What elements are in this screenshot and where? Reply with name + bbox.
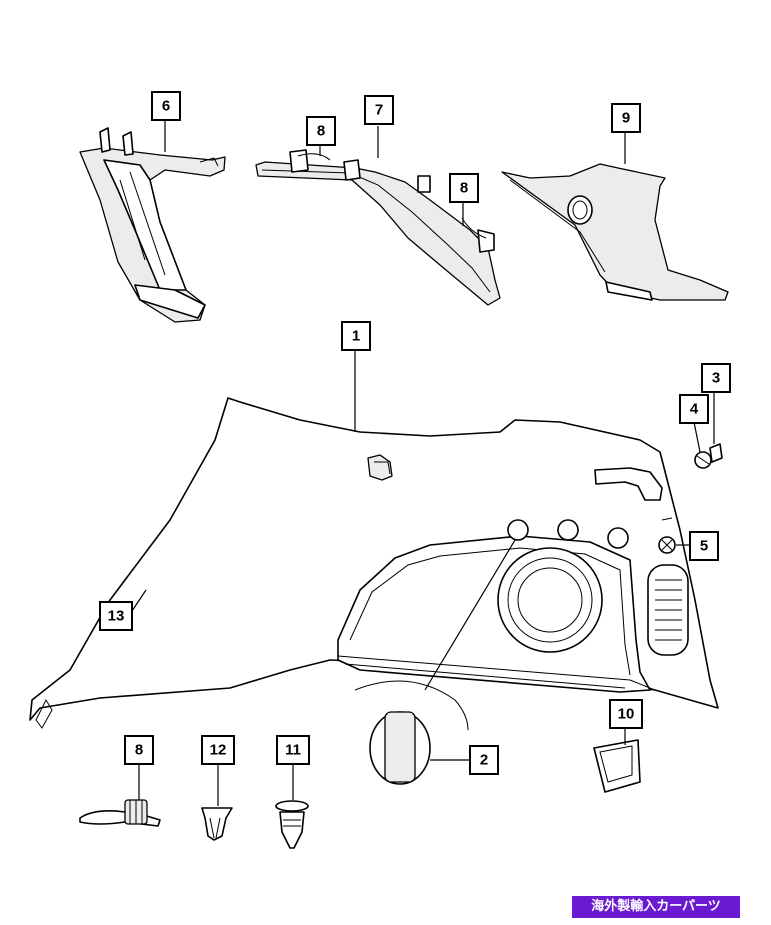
callout-9-label: 9 bbox=[622, 110, 630, 127]
callout-8a: 8 bbox=[306, 116, 336, 146]
part-10-bin bbox=[593, 739, 641, 793]
callout-6-label: 6 bbox=[162, 98, 170, 115]
callout-5-label: 5 bbox=[700, 538, 708, 555]
callout-7: 7 bbox=[364, 95, 394, 125]
callout-9: 9 bbox=[611, 103, 641, 133]
part-7-upper-trim bbox=[255, 149, 501, 306]
callout-13-label: 13 bbox=[108, 608, 125, 625]
part-6-pillar-trim bbox=[79, 127, 226, 323]
watermark-banner: 海外製輸入カーパーツ bbox=[572, 896, 740, 918]
callout-6: 6 bbox=[151, 91, 181, 121]
callout-12-label: 12 bbox=[210, 742, 227, 759]
part-3-4-fasteners bbox=[658, 443, 723, 554]
part-11-push-pin bbox=[275, 800, 309, 849]
part-9-rear-trim bbox=[501, 163, 729, 301]
callout-10-label: 10 bbox=[618, 706, 635, 723]
callout-11-label: 11 bbox=[285, 742, 301, 759]
callout-13: 13 bbox=[99, 601, 133, 631]
callout-8c-label: 8 bbox=[135, 742, 143, 759]
callout-3: 3 bbox=[701, 363, 731, 393]
callout-10: 10 bbox=[609, 699, 643, 729]
callout-4-label: 4 bbox=[690, 401, 699, 418]
callout-8a-label: 8 bbox=[317, 123, 325, 140]
part-12-clip bbox=[201, 807, 233, 841]
callout-8b-label: 8 bbox=[460, 180, 468, 197]
callout-3-label: 3 bbox=[712, 370, 720, 387]
callout-8b: 8 bbox=[449, 173, 479, 203]
callout-11: 11 bbox=[276, 735, 310, 765]
callout-8c: 8 bbox=[124, 735, 154, 765]
callout-4: 4 bbox=[679, 394, 709, 424]
vent-grille bbox=[647, 564, 689, 656]
callout-7-label: 7 bbox=[375, 102, 383, 119]
callout-1-label: 1 bbox=[352, 328, 360, 345]
leader-lines bbox=[129, 120, 715, 806]
callout-1: 1 bbox=[341, 321, 371, 351]
part-2-cover bbox=[354, 680, 469, 785]
callout-12: 12 bbox=[201, 735, 235, 765]
cargo-well bbox=[337, 519, 656, 693]
callout-5: 5 bbox=[689, 531, 719, 561]
callout-2: 2 bbox=[469, 745, 499, 775]
callout-2-label: 2 bbox=[480, 752, 488, 769]
part-8-clip-bottom bbox=[79, 799, 161, 827]
